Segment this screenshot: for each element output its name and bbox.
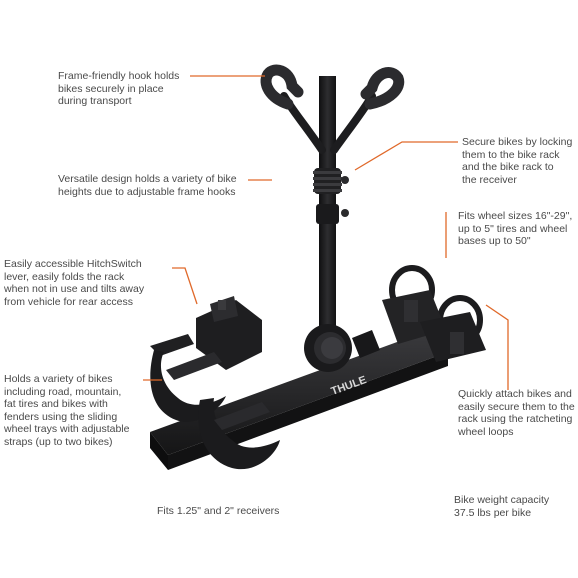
left-wheel-trays xyxy=(150,334,280,470)
leader-lock xyxy=(354,141,458,171)
leader-hitchswitch xyxy=(172,267,198,305)
callout-receivers: Fits 1.25" and 2" receivers xyxy=(157,505,280,517)
hitch-receiver xyxy=(352,330,380,358)
callout-lock: Secure bikes by locking them to the bike… xyxy=(462,136,573,186)
callout-hooks: Frame-friendly hook holds bikes securely… xyxy=(58,70,180,107)
callout-attach: Quickly attach bikes and easily secure t… xyxy=(458,388,575,438)
leader-attach xyxy=(485,304,509,390)
callout-wheel-sizes: Fits wheel sizes 16"-29", up to 5" tires… xyxy=(458,210,573,247)
callout-variety: Holds a variety of bikes including road,… xyxy=(4,373,130,448)
callout-design: Versatile design holds a variety of bike… xyxy=(58,173,237,198)
hitchswitch-lever xyxy=(196,296,262,370)
pivot-knob xyxy=(304,324,352,372)
vertical-mast xyxy=(313,76,349,331)
right-wheel-loops xyxy=(382,265,486,362)
frame-hooks xyxy=(260,64,405,154)
callout-weight: Bike weight capacity 37.5 lbs per bike xyxy=(454,494,550,519)
callout-hitchswitch: Easily accessible HitchSwitch lever, eas… xyxy=(4,258,145,308)
